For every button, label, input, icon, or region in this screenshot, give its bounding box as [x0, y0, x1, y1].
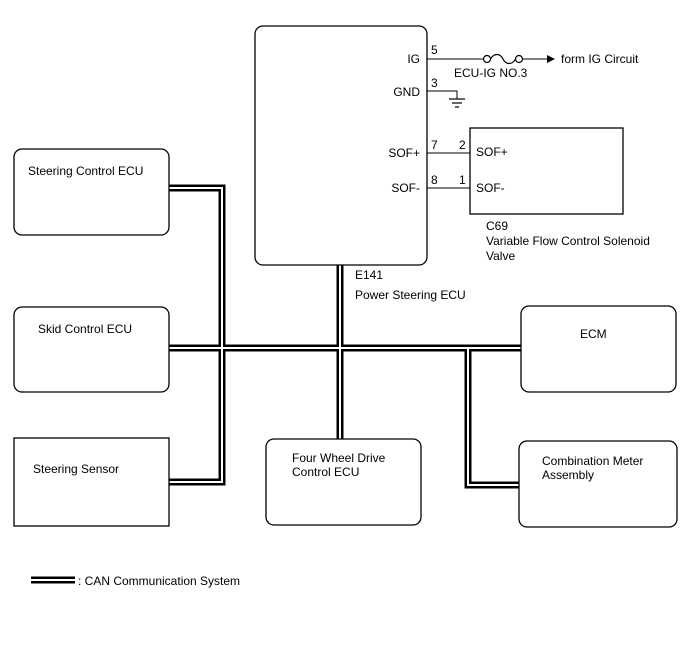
solenoid-pin-sof-minus-label: SOF- — [476, 181, 505, 195]
ecm-box — [520, 305, 677, 393]
ecu-pin-sof-plus-label: SOF+ — [388, 146, 420, 160]
ecu-pin-sof-minus-number: 8 — [431, 173, 438, 187]
steering-control-ecu-box — [13, 148, 170, 236]
solenoid-pin-sof-plus-label: SOF+ — [476, 145, 508, 159]
legend-label: : CAN Communication System — [78, 574, 240, 588]
ecm-label: ECM — [580, 327, 607, 341]
four-wheel-drive-ecu-box — [265, 438, 422, 526]
ecu-connector-code: E141 — [355, 268, 383, 282]
solenoid-connector-code: C69 — [486, 219, 508, 233]
solenoid-pin-sof-minus-number: 1 — [459, 173, 466, 187]
fuse-icon — [489, 53, 517, 65]
ecu-pin-gnd-label: GND — [393, 85, 420, 99]
steering-sensor-label: Steering Sensor — [33, 462, 119, 476]
ecu-pin-gnd-number: 3 — [431, 76, 438, 90]
ecu-pin-sof-plus-number: 7 — [431, 138, 438, 152]
fuse-label: ECU-IG NO.3 — [454, 66, 528, 80]
ground-icon — [449, 98, 465, 108]
ecu-name: Power Steering ECU — [355, 288, 466, 302]
legend: : CAN Communication System — [31, 574, 240, 588]
fuse-terminal-right — [514, 54, 524, 64]
fuse-terminal-left — [482, 54, 492, 64]
steering-control-ecu-label: Steering Control ECU — [28, 164, 143, 178]
can-bus — [169, 184, 521, 489]
ecu-pin-ig-label: IG — [407, 52, 420, 66]
solenoid-name-line2: Valve — [486, 249, 515, 263]
power-steering-ecu-box — [254, 25, 428, 266]
combination-meter-label-line2: Assembly — [542, 468, 594, 482]
ig-source-label: form IG Circuit — [561, 52, 639, 66]
ecu-pin-sof-minus-label: SOF- — [391, 181, 420, 195]
four-wheel-drive-ecu-label-line2: Control ECU — [292, 465, 359, 479]
solenoid-pin-sof-plus-number: 2 — [459, 138, 466, 152]
ecu-pin-ig-number: 5 — [431, 43, 438, 57]
steering-sensor-box — [13, 437, 170, 527]
ground-circuit: 3 — [427, 76, 465, 108]
combination-meter-label-line1: Combination Meter — [542, 454, 643, 468]
solenoid-valve-box — [469, 127, 624, 215]
skid-control-ecu-label: Skid Control ECU — [38, 322, 132, 336]
skid-control-ecu-box — [13, 306, 170, 393]
four-wheel-drive-ecu-label-line1: Four Wheel Drive — [292, 451, 386, 465]
ig-circuit: 5 form IG Circuit ECU-IG NO.3 — [427, 43, 639, 80]
combination-meter-box — [518, 440, 678, 528]
solenoid-name-line1: Variable Flow Control Solenoid — [486, 234, 650, 248]
